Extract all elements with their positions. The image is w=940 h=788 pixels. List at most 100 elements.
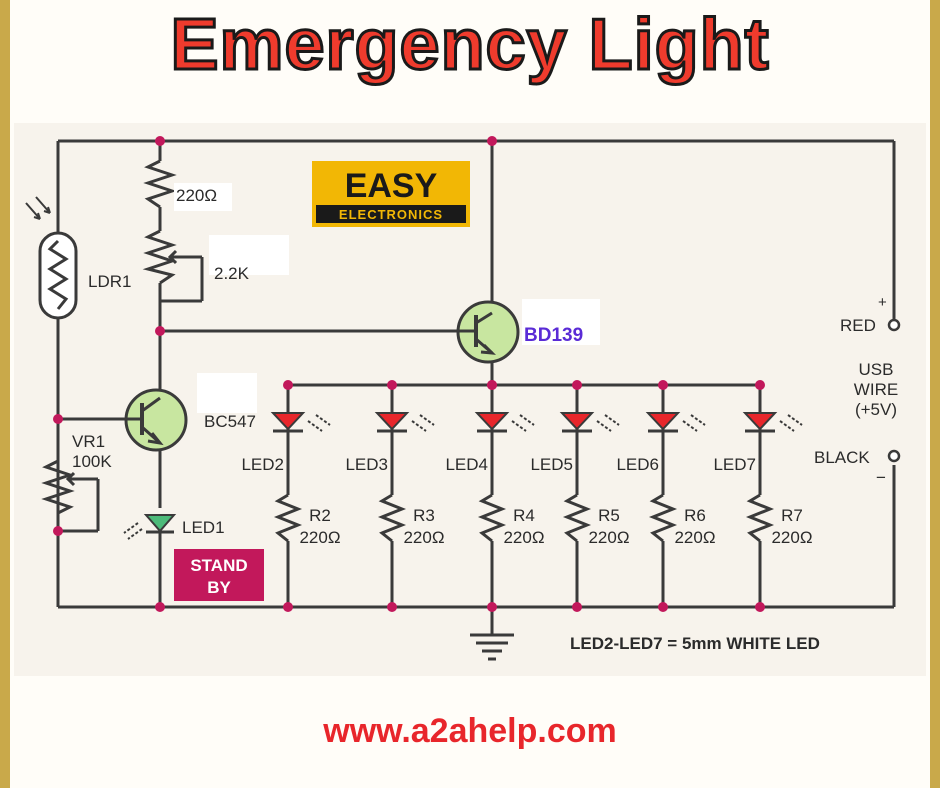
r1-label-bg — [174, 183, 232, 211]
standby-line2: BY — [207, 578, 231, 597]
ldr-label: LDR1 — [88, 272, 131, 291]
black-minus: − — [876, 468, 886, 487]
resistor-value: 220Ω — [771, 528, 812, 547]
vr1-component — [41, 459, 80, 531]
logo-line2: ELECTRONICS — [339, 207, 443, 222]
vr1-name: VR1 — [72, 432, 105, 451]
resistor-name: R5 — [598, 506, 620, 525]
junction-dot — [755, 602, 765, 612]
junction-dot — [387, 380, 397, 390]
led-diode — [270, 412, 306, 431]
led-light-rays — [596, 414, 620, 432]
resistor-zigzag — [648, 493, 678, 543]
usb-line3: (+5V) — [855, 400, 897, 419]
led1-diode — [123, 514, 177, 540]
resistor-name: R4 — [513, 506, 535, 525]
resistor-zigzag — [377, 493, 407, 543]
resistor-value: 220Ω — [503, 528, 544, 547]
junction-dot — [155, 136, 165, 146]
resistor-zigzag — [477, 493, 507, 543]
schematic-diagram: LED2R2220ΩLED3R3220ΩLED4R4220ΩLED5R5220Ω… — [25, 136, 901, 661]
led-note: LED2-LED7 = 5mm WHITE LED — [570, 634, 820, 653]
q2-label: BD139 — [524, 325, 583, 346]
junction-dots — [53, 136, 765, 612]
led-diode — [374, 412, 410, 431]
resistor-zigzag — [562, 493, 592, 543]
resistor-name: R7 — [781, 506, 803, 525]
resistor-value: 220Ω — [588, 528, 629, 547]
led-light-rays — [682, 414, 706, 432]
led-light-rays — [307, 414, 331, 432]
easy-electronics-logo: EASY ELECTRONICS — [312, 161, 470, 227]
usb-line1: USB — [859, 360, 894, 379]
led-label: LED7 — [713, 455, 756, 474]
footer-url[interactable]: www.a2ahelp.com — [323, 712, 617, 750]
led-diode — [474, 412, 510, 431]
led-diode — [645, 412, 681, 431]
led-diode — [559, 412, 595, 431]
bd139-transistor — [456, 300, 520, 364]
standby-badge: STAND BY — [174, 549, 264, 601]
resistor-zigzag — [745, 493, 775, 543]
resistor-value: 220Ω — [299, 528, 340, 547]
led-label: LED5 — [530, 455, 573, 474]
r1-resistor — [143, 159, 177, 209]
junction-dot — [53, 526, 63, 536]
resistor-name: R3 — [413, 506, 435, 525]
junction-dot — [487, 602, 497, 612]
red-label: RED — [840, 316, 876, 335]
vr1-value: 100K — [72, 452, 112, 471]
resistor-name: R6 — [684, 506, 706, 525]
junction-dot — [572, 602, 582, 612]
black-label: BLACK — [814, 448, 870, 467]
led-light-rays — [779, 414, 803, 432]
usb-line2: WIRE — [854, 380, 898, 399]
junction-dot — [53, 414, 63, 424]
led-light-rays — [411, 414, 435, 432]
junction-dot — [283, 602, 293, 612]
junction-dot — [572, 380, 582, 390]
ldr-component — [25, 196, 78, 320]
led-column-wires — [286, 385, 762, 607]
led-label: LED2 — [241, 455, 284, 474]
junction-dot — [755, 380, 765, 390]
led-diode — [742, 412, 778, 431]
r1-value: 220Ω — [176, 186, 217, 205]
led-columns: LED2R2220ΩLED3R3220ΩLED4R4220ΩLED5R5220Ω… — [241, 412, 813, 547]
q1-label-bg — [197, 373, 257, 413]
junction-dot — [155, 602, 165, 612]
pot-resistor — [142, 229, 177, 285]
pot-wiper-arrow — [167, 249, 182, 265]
standby-line1: STAND — [190, 556, 247, 575]
led-light-rays — [511, 414, 535, 432]
logo-line1: EASY — [345, 167, 438, 205]
bc547-transistor — [122, 388, 188, 452]
junction-dot — [658, 602, 668, 612]
resistor-zigzag — [273, 493, 303, 543]
q2-label-bg — [522, 299, 600, 345]
pot-value: 2.2K — [214, 264, 250, 283]
q1-label: BC547 — [204, 412, 256, 431]
junction-dot — [155, 326, 165, 336]
page-title: Emergency Light — [169, 4, 770, 87]
led-label: LED3 — [345, 455, 388, 474]
junction-dot — [487, 136, 497, 146]
junction-dot — [487, 380, 497, 390]
red-plus: + — [878, 294, 887, 311]
pot-label-bg — [209, 235, 289, 275]
wires — [56, 139, 896, 635]
junction-dot — [658, 380, 668, 390]
led-label: LED6 — [616, 455, 659, 474]
led1-label: LED1 — [182, 518, 225, 537]
junction-dot — [283, 380, 293, 390]
red-terminal — [887, 318, 901, 332]
resistor-name: R2 — [309, 506, 331, 525]
black-terminal — [887, 449, 901, 463]
